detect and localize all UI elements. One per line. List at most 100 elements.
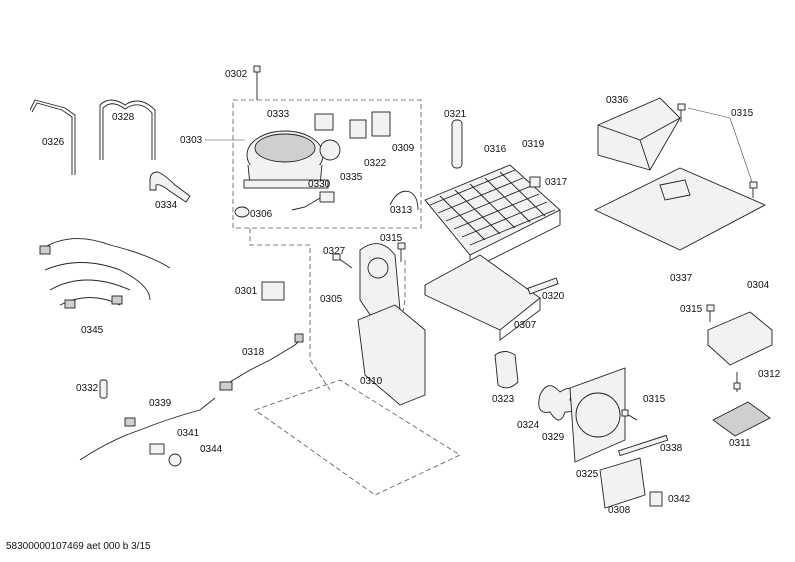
assembly-guide-line [249,228,331,391]
part-0337-plate [593,167,767,251]
part-0334-hose [149,171,191,203]
label-0323: 0323 [492,394,515,405]
label-0330: 0330 [308,179,331,190]
part-0330-lead [291,197,321,211]
part-0320-heater [527,277,559,295]
label-0305: 0305 [320,294,343,305]
label-0308: 0308 [608,505,631,516]
part-0332-fuse [99,379,108,399]
part-0315-screw-b [749,181,758,198]
part-0313-clip [389,190,419,211]
label-0326: 0326 [42,137,65,148]
label-0315a: 0315 [731,108,754,119]
label-0332: 0332 [76,383,99,394]
label-0334: 0334 [155,200,178,211]
part-0337-cutout [659,179,691,201]
label-0319: 0319 [522,139,545,150]
label-0325: 0325 [576,469,599,480]
part-0301-relay [261,281,285,301]
part-0315-screw-a [677,103,686,122]
callout-labels: 0302 0326 0328 0303 0333 0322 0309 0335 … [42,69,781,516]
label-0312: 0312 [758,369,781,380]
leader-0315a-2 [729,117,753,183]
label-0311: 0311 [729,438,751,449]
label-0333: 0333 [267,109,290,120]
part-0318-connector-b [294,333,304,343]
part-0319-clip [529,176,541,188]
part-0339-harness [79,397,216,461]
part-0318-connector-a [219,381,233,391]
part-0306-grommet [234,206,250,218]
part-0318-harness [224,337,303,386]
part-0322-overload [349,119,367,139]
label-0306: 0306 [250,209,273,220]
label-0310: 0310 [360,376,383,387]
label-0307: 0307 [514,320,537,331]
label-0336: 0336 [606,95,629,106]
label-0317: 0317 [545,177,568,188]
label-0318: 0318 [242,347,265,358]
label-0304: 0304 [747,280,770,291]
part-0335-start-device [319,139,341,161]
part-0305-bracket [359,243,401,323]
part-0345-connector-b [64,299,76,309]
part-0304-cover [707,311,773,366]
part-0333-relay [314,113,334,131]
label-0327: 0327 [323,246,346,257]
part-0345-connector-a [39,245,51,255]
label-0344: 0344 [200,444,223,455]
label-0303: 0303 [180,135,203,146]
part-0315-screw-e [706,304,715,322]
part-0328-tube [99,99,156,160]
compressor-assembly-outline [232,99,422,229]
label-0337: 0337 [670,273,693,284]
base-frame-outline [254,379,461,496]
document-footer: 58300000107469 aet 000 b 3/15 [6,541,151,552]
label-0328: 0328 [112,112,135,123]
label-0329: 0329 [542,432,565,443]
part-0341-clip [149,443,165,455]
label-0316: 0316 [484,144,507,155]
part-0339-connector [124,417,136,427]
part-0311-control-board [712,401,771,437]
part-0345-connector-c [111,295,123,305]
part-0330-clip [319,191,335,203]
label-0315d: 0315 [643,394,666,405]
label-0302: 0302 [225,69,248,80]
label-0341: 0341 [177,428,200,439]
label-0338: 0338 [660,443,683,454]
part-0307-tray [424,254,541,331]
label-0322: 0322 [364,158,387,169]
part-0344-grommet [168,453,182,467]
label-0324: 0324 [517,420,540,431]
leader-0315a [687,107,731,119]
part-0325-shroud [569,367,626,463]
part-0342-clip [649,491,663,507]
part-0338-strip [618,434,669,457]
label-0345: 0345 [81,325,104,336]
label-0321: 0321 [444,109,467,120]
part-0308-bracket [599,457,646,509]
part-0345-harness [39,238,171,306]
part-0321-drier [451,119,463,169]
part-0323-fan-motor [494,351,519,389]
part-0312-screw [733,372,741,392]
part-0303-compressor [205,130,329,189]
label-0313: 0313 [390,205,413,216]
label-0335: 0335 [340,172,363,183]
label-0309: 0309 [392,143,415,154]
part-0327-screw [332,253,353,269]
part-0324-fan-blade [538,385,576,421]
label-0301: 0301 [235,286,258,297]
label-0315b: 0315 [380,233,403,244]
label-0315c: 0315 [680,304,703,315]
label-0339: 0339 [149,398,172,409]
label-0320: 0320 [542,291,565,302]
part-0310-bracket [357,304,426,406]
part-0302-screw [253,65,261,100]
label-0342: 0342 [668,494,691,505]
part-0336-edge [597,117,681,171]
part-0315-screw-c [397,242,406,262]
part-0336-cover [597,97,681,171]
